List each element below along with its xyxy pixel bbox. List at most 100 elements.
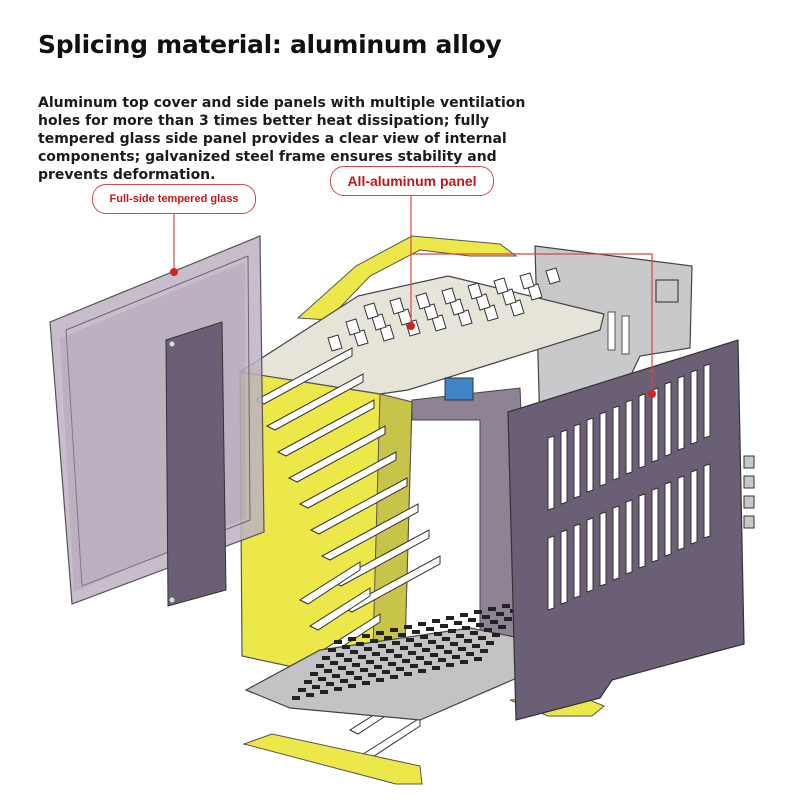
side-vent-slot <box>560 529 568 605</box>
tray-perforation <box>316 664 324 668</box>
tray-perforation <box>368 673 376 677</box>
side-vent-slot <box>573 523 581 599</box>
side-vent-slot <box>560 429 568 505</box>
tray-perforation <box>352 663 360 667</box>
tray-perforation <box>382 670 390 674</box>
tray-perforation <box>482 615 490 619</box>
page-title: Splicing material: aluminum alloy <box>38 30 502 59</box>
tray-perforation <box>406 638 414 642</box>
tray-perforation <box>442 637 450 641</box>
front-vent-slot <box>342 555 441 613</box>
tray-perforation <box>462 626 470 630</box>
top-vent-slot <box>423 303 439 321</box>
tray-perforation <box>340 679 348 683</box>
tray-perforation <box>342 645 350 649</box>
top-vent-slot <box>397 308 413 326</box>
aluminum-side-panel <box>507 339 755 721</box>
side-vent-slot <box>638 393 646 469</box>
tray-perforation <box>332 674 340 678</box>
tray-perforation <box>470 631 478 635</box>
tray-perforation <box>418 669 426 673</box>
tray-perforation <box>432 666 440 670</box>
tray-perforation <box>498 625 506 629</box>
top-vent-slot <box>519 272 535 290</box>
front-vent-slot <box>309 477 408 535</box>
tray-perforation <box>372 652 380 656</box>
tray-perforation <box>440 624 448 628</box>
tray-perforation <box>412 630 420 634</box>
callout-leaders <box>173 194 653 394</box>
tray-perforation <box>430 653 438 657</box>
tray-perforation <box>370 639 378 643</box>
top-vent-slot <box>509 299 525 317</box>
tray-perforation <box>388 662 396 666</box>
tray-perforation <box>472 644 480 648</box>
tray-perforation <box>394 654 402 658</box>
top-vent-slot <box>475 293 491 311</box>
tray-perforation <box>444 650 452 654</box>
tray-perforation <box>416 656 424 660</box>
side-vent-slot <box>586 517 594 593</box>
side-vent-slot <box>599 411 607 487</box>
side-vent-slot <box>547 435 555 511</box>
tray-perforation <box>328 648 336 652</box>
tray-perforation <box>326 682 334 686</box>
tray-perforation <box>474 657 482 661</box>
tray-perforation <box>398 633 406 637</box>
side-vent-slot <box>573 423 581 499</box>
tray-perforation <box>414 643 422 647</box>
tray-perforation <box>336 653 344 657</box>
tray-perforation <box>376 678 384 682</box>
tray-perforation <box>310 672 318 676</box>
tray-perforation <box>334 687 342 691</box>
side-vent-slot <box>664 481 672 557</box>
tray-perforation <box>496 612 504 616</box>
tray-perforation <box>354 676 362 680</box>
tray-perforation <box>456 634 464 638</box>
tray-perforation <box>452 655 460 659</box>
description-text: Aluminum top cover and side panels with … <box>38 95 526 183</box>
tray-perforation <box>466 652 474 656</box>
top-vent-slot <box>493 277 509 295</box>
front-vent-slot <box>276 399 375 457</box>
tray-perforation <box>364 647 372 651</box>
tray-perforation <box>348 637 356 641</box>
top-vent-slot <box>415 292 431 310</box>
top-vent-slot <box>389 297 405 315</box>
aluminum-panel-callout: All-aluminum panel <box>330 166 494 196</box>
tray-perforation <box>312 685 320 689</box>
tray-perforation <box>306 693 314 697</box>
tray-perforation <box>446 663 454 667</box>
tray-perforation <box>396 667 404 671</box>
side-vent-slot <box>625 399 633 475</box>
side-vent-slot <box>690 369 698 445</box>
top-vent-slot <box>545 267 561 285</box>
tray-perforation <box>468 618 476 622</box>
tray-perforation <box>348 684 356 688</box>
side-vent-slot <box>677 475 685 551</box>
tray-perforation <box>464 639 472 643</box>
bottom-tray <box>244 601 541 721</box>
side-vent-slot <box>690 469 698 545</box>
tray-perforation <box>386 649 394 653</box>
tray-perforation <box>324 669 332 673</box>
tray-perforation <box>488 607 496 611</box>
tray-perforation <box>418 622 426 626</box>
tempered-glass-panel <box>49 235 265 605</box>
top-vent-slot <box>353 329 369 347</box>
front-vent-slot <box>308 587 371 631</box>
tray-perforation <box>436 645 444 649</box>
front-vent-slot <box>298 561 361 605</box>
top-vent-slot <box>457 309 473 327</box>
tray-perforation <box>502 604 510 608</box>
tray-perforation <box>320 690 328 694</box>
top-vent-slot <box>441 287 457 305</box>
tray-perforation <box>474 610 482 614</box>
tray-perforation <box>426 627 434 631</box>
tray-perforation <box>358 655 366 659</box>
tray-perforation <box>390 628 398 632</box>
tray-perforation <box>410 664 418 668</box>
tray-perforation <box>432 619 440 623</box>
glass-panel-callout: Full-side tempered glass <box>92 184 256 214</box>
